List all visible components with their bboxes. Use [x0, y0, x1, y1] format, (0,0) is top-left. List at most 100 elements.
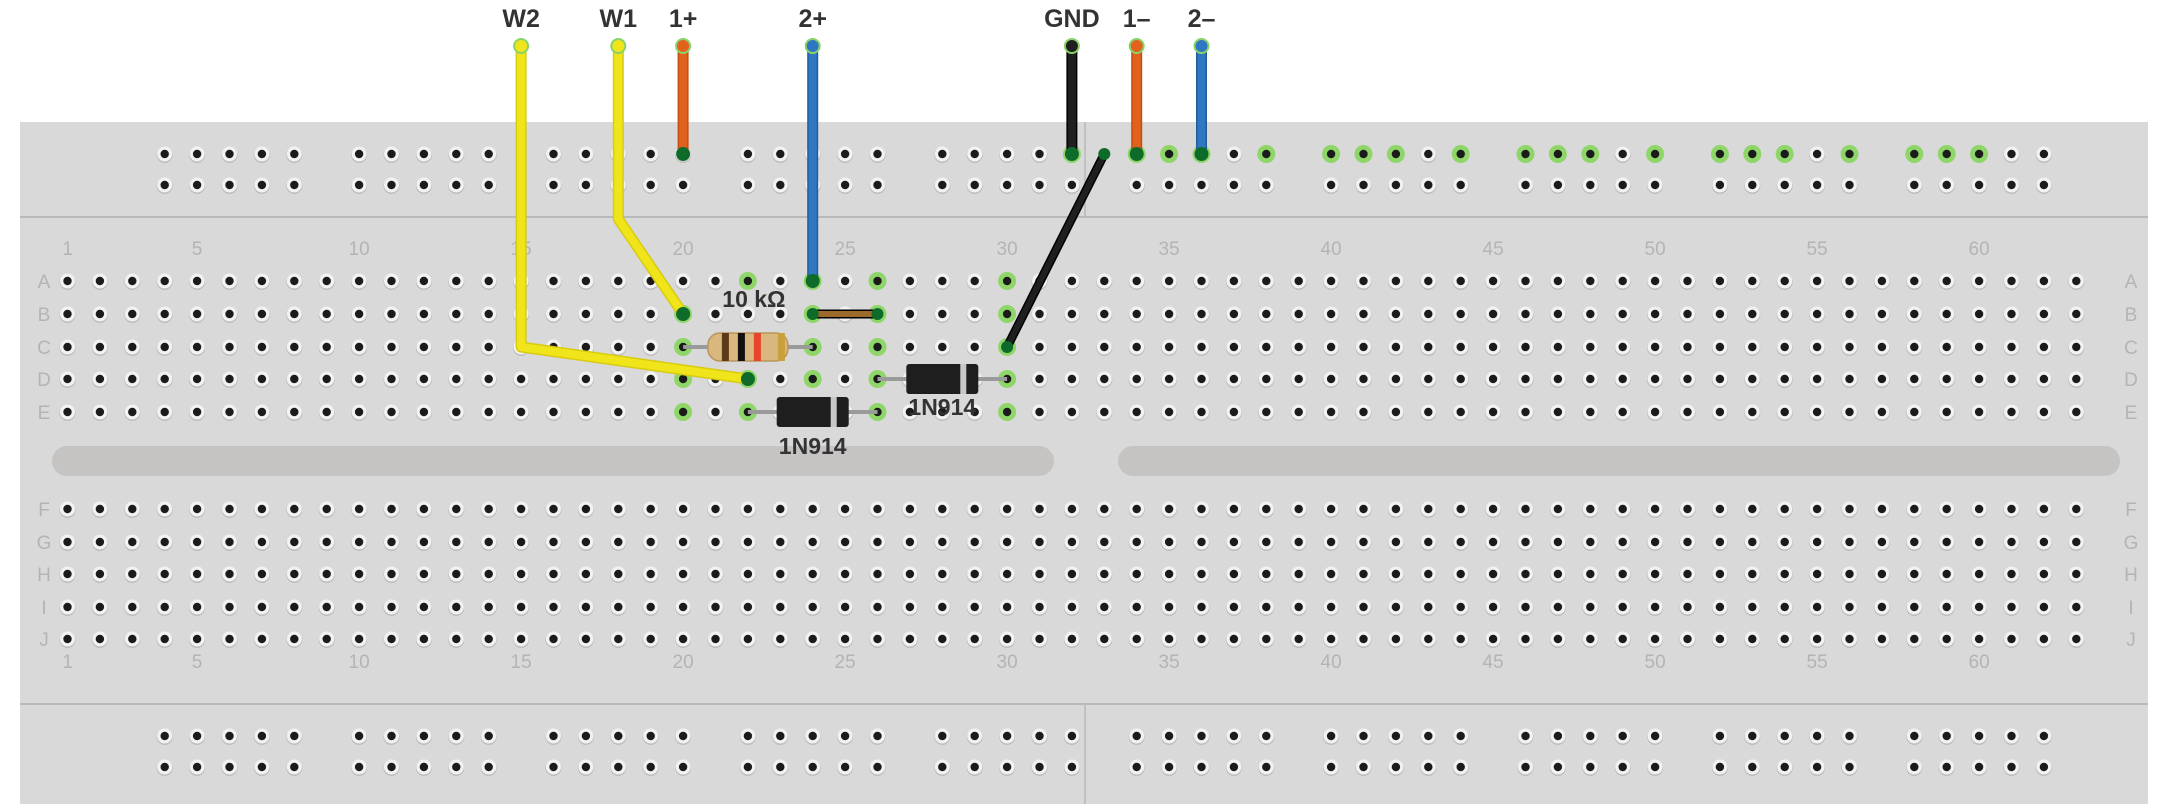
black-jumper	[1004, 151, 1108, 350]
row-letter: A	[2125, 272, 2138, 293]
hole	[2035, 371, 2052, 388]
rail-hole	[869, 759, 886, 776]
hole	[1614, 534, 1631, 551]
hole	[189, 501, 206, 518]
hole	[901, 631, 918, 648]
hole	[2068, 566, 2085, 583]
rail-hole	[156, 728, 173, 745]
hole	[1971, 599, 1988, 616]
hole	[1841, 599, 1858, 616]
hole	[1290, 599, 1307, 616]
row-letter: E	[38, 403, 51, 424]
hole	[1809, 306, 1826, 323]
hole	[837, 273, 854, 290]
hole	[286, 631, 303, 648]
column-number: 5	[192, 239, 203, 260]
rail-hole	[253, 177, 270, 194]
hole	[1711, 631, 1728, 648]
hole	[1290, 631, 1307, 648]
hole	[253, 404, 270, 421]
hole	[1906, 273, 1923, 290]
hole	[1161, 501, 1178, 518]
jumper-end	[871, 308, 884, 320]
hole	[383, 273, 400, 290]
hole	[837, 566, 854, 583]
rail-hole	[383, 146, 400, 163]
hole	[1517, 273, 1534, 290]
row-letter: I	[41, 598, 46, 619]
hole	[1744, 566, 1761, 583]
hole	[610, 566, 627, 583]
hole	[1873, 371, 1890, 388]
hole	[480, 631, 497, 648]
rail-hole	[1841, 177, 1858, 194]
hole	[1841, 404, 1858, 421]
wire-top-end	[513, 38, 530, 54]
hole	[1971, 501, 1988, 518]
hole	[1938, 566, 1955, 583]
hole	[1355, 566, 1372, 583]
hole	[1679, 501, 1696, 518]
rail-hole	[1387, 177, 1404, 194]
rail-hole	[383, 177, 400, 194]
rail-hole	[156, 146, 173, 163]
hole	[1096, 534, 1113, 551]
hole	[1128, 501, 1145, 518]
rail-hole	[221, 177, 238, 194]
rail-hole	[1841, 759, 1858, 776]
rail-hole	[253, 728, 270, 745]
hole	[642, 501, 659, 518]
hole	[415, 306, 432, 323]
hole	[415, 501, 432, 518]
rail-hole	[1614, 146, 1631, 163]
hole	[1938, 631, 1955, 648]
hole	[577, 631, 594, 648]
hole	[253, 631, 270, 648]
hole	[1420, 501, 1437, 518]
hole	[739, 566, 756, 583]
hole	[1679, 306, 1696, 323]
hole	[1355, 273, 1372, 290]
hole	[1549, 599, 1566, 616]
row-letter: D	[37, 370, 51, 391]
rail-hole	[1323, 759, 1340, 776]
hole	[1517, 566, 1534, 583]
column-number: 25	[835, 239, 856, 260]
hole	[1193, 501, 1210, 518]
rail-hole	[1906, 728, 1923, 745]
hole	[934, 339, 951, 356]
rail-hole	[1647, 728, 1664, 745]
rail-hole	[1582, 759, 1599, 776]
rail-hole	[1711, 177, 1728, 194]
row-letter: F	[2125, 500, 2137, 521]
hole	[901, 566, 918, 583]
hole	[772, 566, 789, 583]
rail-hole	[772, 146, 789, 163]
hole	[124, 534, 141, 551]
hole	[415, 273, 432, 290]
rail-hole	[480, 177, 497, 194]
hole	[610, 631, 627, 648]
hole	[1549, 566, 1566, 583]
rail-hole	[1776, 177, 1793, 194]
rail-hole	[1225, 177, 1242, 194]
hole	[1485, 371, 1502, 388]
hole	[91, 631, 108, 648]
hole	[901, 599, 918, 616]
rail-hole	[2035, 728, 2052, 745]
hole	[1258, 273, 1275, 290]
hole	[1420, 566, 1437, 583]
hole	[1873, 599, 1890, 616]
hole	[1679, 599, 1696, 616]
hole	[2068, 273, 2085, 290]
hole	[707, 273, 724, 290]
hole	[1387, 404, 1404, 421]
hole	[448, 501, 465, 518]
hole	[480, 501, 497, 518]
rail-hole	[545, 177, 562, 194]
hole	[318, 404, 335, 421]
hole	[966, 631, 983, 648]
hole	[545, 566, 562, 583]
hole	[901, 306, 918, 323]
